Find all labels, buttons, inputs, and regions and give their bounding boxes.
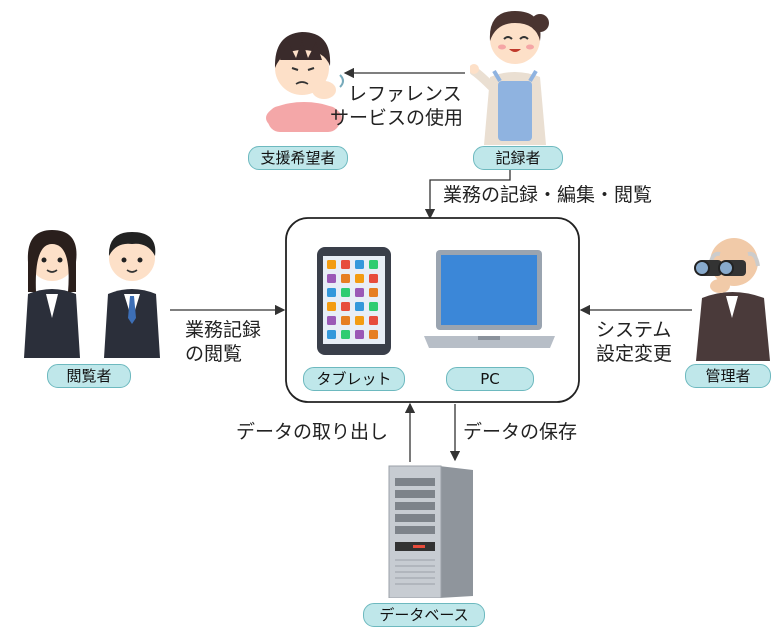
label-tablet: タブレット (303, 367, 405, 391)
recorder-illustration (469, 5, 560, 145)
flow-view-line2: の閲覧 (185, 343, 243, 365)
tablet-app-tile (341, 302, 350, 311)
tablet-app-tile (341, 288, 350, 297)
tablet-app-tile (355, 316, 364, 325)
tablet-app-tile (355, 288, 364, 297)
flow-view-line1: 業務記録 (185, 319, 262, 341)
tablet-app-tile (369, 302, 378, 311)
tablet-app-tile (327, 302, 336, 311)
tablet-app-tile (327, 316, 336, 325)
label-admin: 管理者 (685, 364, 771, 388)
arrow-record-edit (424, 168, 511, 220)
flow-save: データの保存 (463, 421, 578, 443)
flow-retrieve: データの取り出し (236, 421, 389, 443)
label-viewer: 閲覧者 (47, 364, 131, 388)
tablet-icon (316, 246, 392, 356)
tablet-app-tile (341, 330, 350, 339)
tablet-app-tile (369, 274, 378, 283)
requester-illustration (262, 20, 352, 134)
tablet-app-tile (341, 316, 350, 325)
label-recorder: 記録者 (473, 146, 563, 170)
tablet-app-tile (355, 274, 364, 283)
tablet-app-tile (327, 288, 336, 297)
pc-icon (422, 248, 557, 356)
tablet-app-tile (327, 274, 336, 283)
label-pc: PC (446, 367, 534, 391)
tablet-app-tile (355, 330, 364, 339)
tablet-app-tile (327, 330, 336, 339)
flow-system-line1: システム (596, 319, 672, 341)
tablet-app-tile (355, 260, 364, 269)
tablet-app-tile (369, 288, 378, 297)
tablet-app-tile (341, 260, 350, 269)
database-server-icon (387, 464, 475, 599)
flow-record-edit: 業務の記録・編集・閲覧 (443, 184, 653, 206)
admin-illustration (690, 226, 775, 361)
label-requester: 支援希望者 (248, 146, 348, 170)
tablet-app-tile (327, 260, 336, 269)
viewer-illustration (20, 222, 170, 362)
flow-system-line2: 設定変更 (596, 343, 673, 365)
tablet-app-tile (341, 274, 350, 283)
tablet-app-tile (369, 260, 378, 269)
tablet-app-tile (355, 302, 364, 311)
flow-reference-line2: サービスの使用 (330, 107, 464, 129)
tablet-app-tile (369, 330, 378, 339)
label-database: データベース (363, 603, 485, 627)
flow-reference-line1: レファレンス (348, 83, 462, 105)
tablet-app-tile (369, 316, 378, 325)
